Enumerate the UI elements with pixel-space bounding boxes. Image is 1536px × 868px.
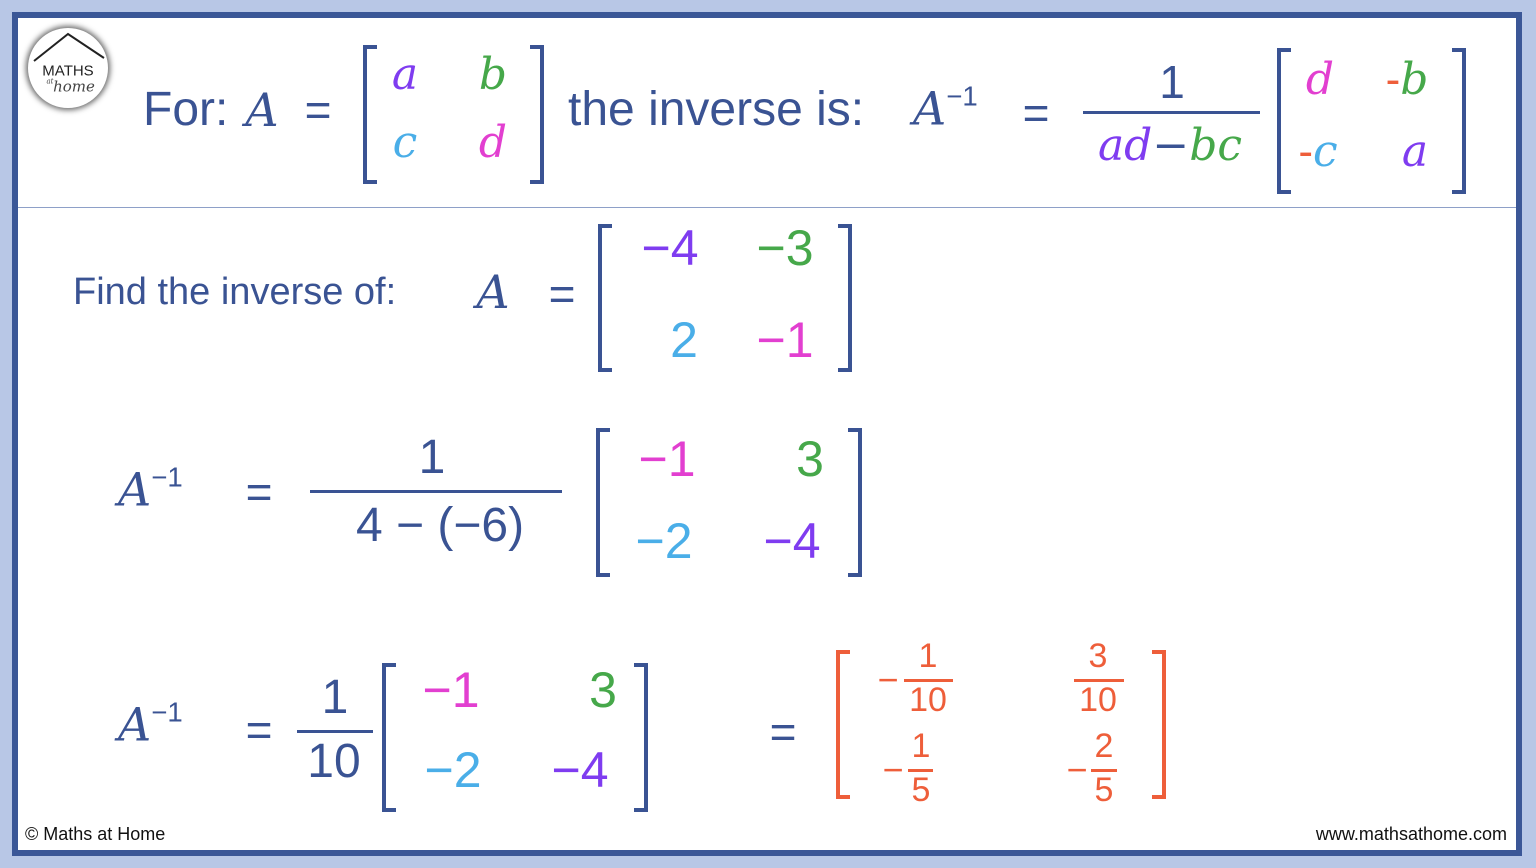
entry-12: 3 (796, 431, 824, 487)
entry-b: b (478, 49, 508, 100)
entry-21: −2 (635, 513, 693, 569)
entry-d: d (478, 117, 508, 168)
right-bracket (848, 428, 862, 577)
left-bracket (1277, 48, 1291, 194)
result-22-num: 2 (1094, 727, 1114, 765)
entry-21: −2 (424, 742, 482, 798)
logo-home: home (53, 77, 95, 96)
entry-11: −4 (641, 220, 699, 276)
matrix-name: A (476, 265, 510, 319)
inverse-is-label: the inverse is: (568, 83, 865, 136)
left-bracket (836, 650, 850, 799)
equals: = (304, 84, 332, 136)
entry-21: 2 (670, 312, 698, 368)
equals: = (1022, 87, 1050, 139)
right-bracket (530, 45, 544, 184)
equals: = (769, 706, 797, 758)
result-21-sign: − (882, 749, 904, 790)
left-bracket (363, 45, 377, 184)
fraction-denominator: 4 − (−6) (355, 499, 525, 552)
logo-maths: MATHS (42, 62, 94, 80)
equals: = (245, 704, 273, 756)
left-bracket (382, 663, 396, 812)
fraction-numerator: 1 (1159, 56, 1185, 108)
equals: = (245, 466, 273, 518)
right-bracket (634, 663, 648, 812)
result-22-sign: − (1066, 749, 1088, 790)
fraction-numerator: 1 (321, 671, 349, 724)
entry-12: 3 (589, 662, 617, 718)
slide-frame (12, 12, 1522, 856)
fraction-bar (310, 490, 562, 493)
result-11-num: 1 (918, 637, 938, 675)
entry-a: a (1401, 126, 1429, 177)
result-11-den: 10 (909, 681, 947, 719)
fraction-bar (1083, 111, 1260, 114)
house-roof-icon (33, 32, 105, 62)
result-22-den: 5 (1094, 771, 1114, 809)
fraction-numerator: 1 (418, 431, 446, 484)
maths-at-home-logo: MATHS at home (28, 28, 108, 108)
entry-11: −1 (638, 431, 696, 487)
result-21-bar (908, 769, 933, 772)
fraction-denominator: 10 (307, 735, 361, 788)
entry-minus-b: -b (1385, 54, 1429, 105)
inverse-symbol: A−1 (118, 461, 183, 517)
entry-12: −3 (756, 220, 814, 276)
right-bracket (1452, 48, 1466, 194)
problem-label: Find the inverse of: (73, 271, 397, 313)
result-21-num: 1 (911, 727, 931, 765)
equals: = (548, 268, 576, 320)
right-bracket (1152, 650, 1166, 799)
right-bracket (838, 224, 852, 372)
inverse-symbol: A−1 (913, 80, 978, 136)
website-link[interactable]: www.mathsathome.com (1315, 824, 1507, 844)
result-22-bar (1091, 769, 1117, 772)
entry-22: −1 (756, 312, 814, 368)
entry-11: −1 (422, 662, 480, 718)
result-21-den: 5 (911, 771, 931, 809)
matrix-name: A (245, 83, 279, 137)
entry-minus-c: -c (1298, 126, 1338, 177)
result-12-num: 3 (1088, 637, 1108, 675)
entry-22: −4 (551, 742, 609, 798)
logo-at: at (46, 77, 54, 86)
left-bracket (596, 428, 610, 577)
for-label: For: (143, 83, 229, 136)
fraction-bar (297, 730, 373, 733)
result-12-den: 10 (1079, 681, 1117, 719)
result-11-bar (904, 679, 953, 682)
fraction-denominator: ad−bc (1097, 120, 1243, 171)
entry-22: −4 (763, 513, 821, 569)
divider (18, 207, 1516, 208)
inverse-symbol: A−1 (118, 696, 183, 752)
entry-c: c (392, 117, 418, 168)
entry-d: d (1305, 54, 1335, 105)
result-12-bar (1074, 679, 1124, 682)
copyright: © Maths at Home (25, 824, 166, 844)
left-bracket (598, 224, 612, 372)
entry-a: a (391, 49, 419, 100)
result-11-sign: − (877, 659, 899, 700)
